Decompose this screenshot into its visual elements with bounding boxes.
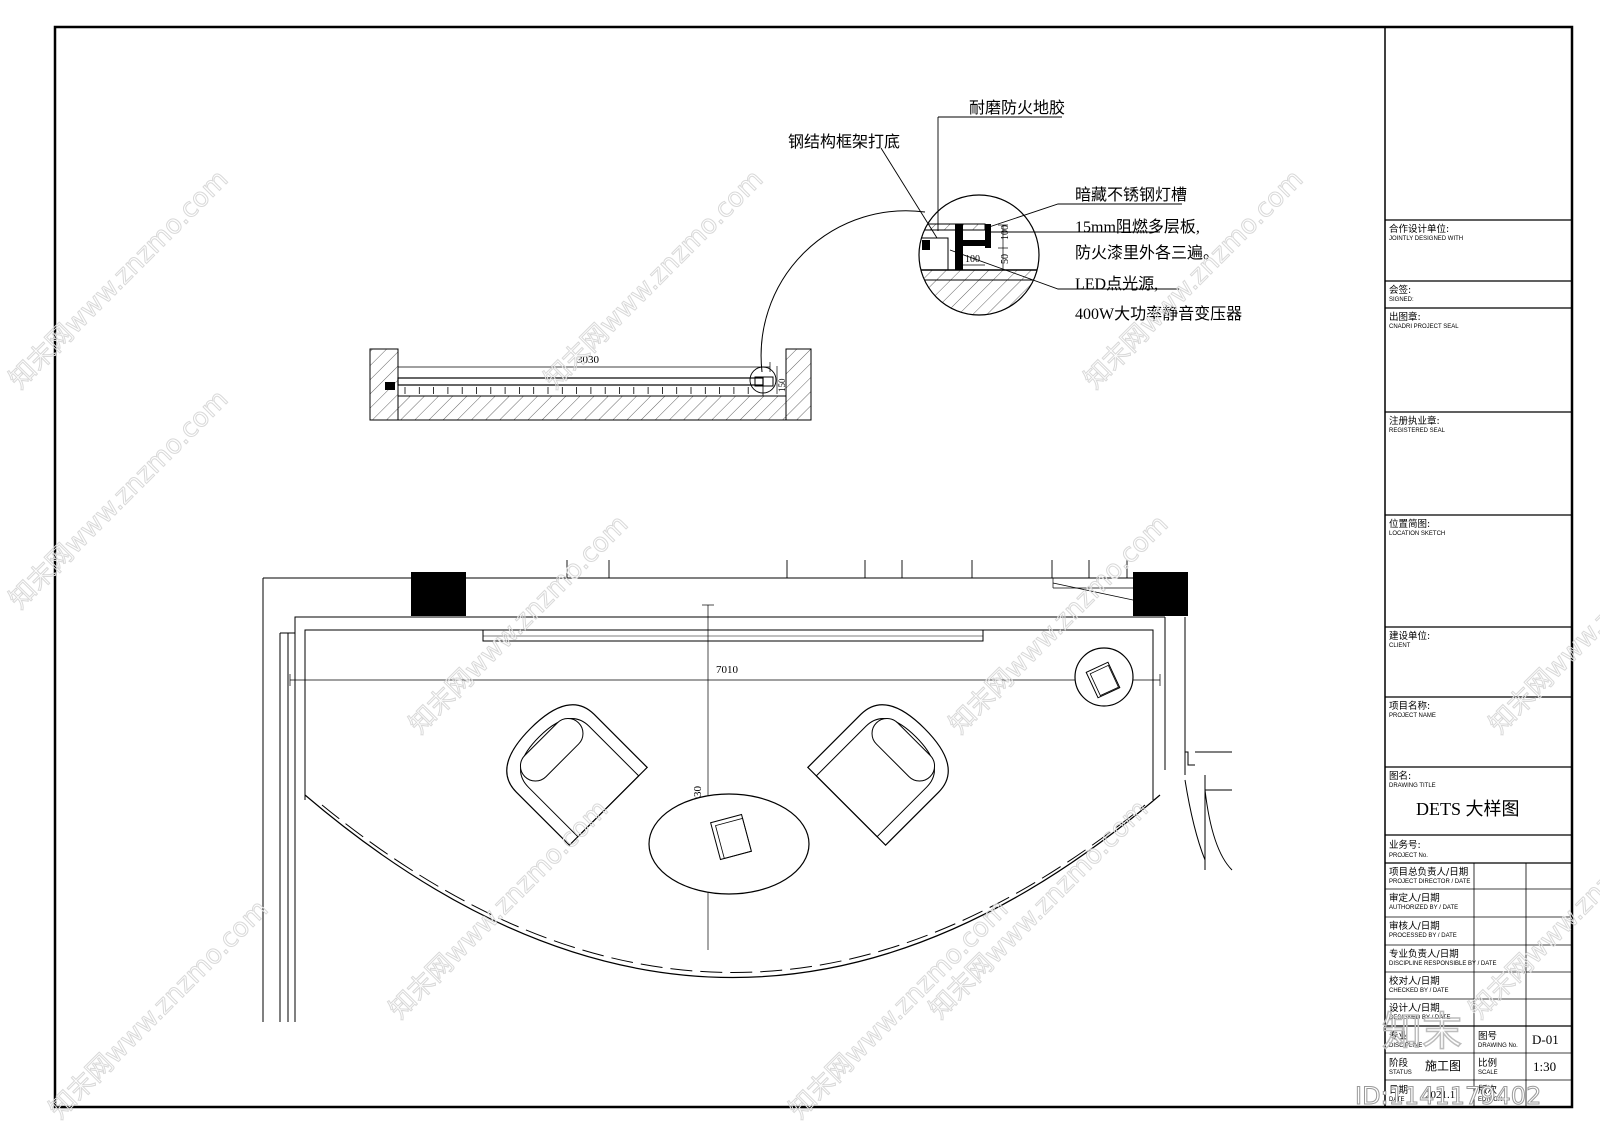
edition-sub: EDITION [1478, 1097, 1502, 1103]
signoff-sublabel: AUTHORIZED BY / DATE [1389, 905, 1458, 911]
scale-label: 比例 [1478, 1057, 1497, 1069]
window-mullions [566, 560, 1128, 578]
dim-100-vertical: 100 [1000, 225, 1011, 240]
status-value: 施工图 [1425, 1059, 1461, 1073]
signoff-sublabel: CHECKED BY / DATE [1389, 988, 1448, 994]
title-block-label: 图名: [1389, 770, 1411, 782]
project-no-sub: PROJECT No. [1389, 853, 1428, 859]
section-length-dim: 3030 [577, 354, 600, 366]
section-height-dim: 150 [777, 378, 787, 392]
watermark-text: 知末网www.znzmo.com [539, 164, 770, 395]
title-block-sublabel: DRAWING TITLE [1389, 783, 1436, 789]
dim-100-horizontal: 100 [965, 254, 980, 265]
book-on-table [710, 813, 752, 861]
signoff-label: 项目总负责人/日期 [1389, 866, 1468, 878]
edition-label: 版次 [1478, 1084, 1498, 1096]
floor-plan: 7010 3030 [262, 560, 1233, 1022]
id-watermark: ID:1141179402 [1355, 1082, 1541, 1110]
watermark-text: 知末网www.znzmo.com [404, 509, 635, 740]
watermark-text: 知末网www.znzmo.com [4, 164, 235, 395]
title-block-label: 建设单位: [1389, 630, 1430, 642]
title-block-sublabel: LOCATION SKETCH [1389, 531, 1445, 537]
book-on-side-table [1085, 661, 1121, 699]
watermark-text: 知末网www.znzmo.com [1464, 794, 1600, 1025]
signoff-sublabel: PROJECT DIRECTOR / DATE [1389, 879, 1470, 885]
watermark-text: 知末网www.znzmo.com [924, 794, 1155, 1025]
title-block-sublabel: REGISTERED SEAL [1389, 428, 1446, 434]
scale-value: 1:30 [1533, 1059, 1556, 1074]
drawing-title-value: DETS 大样图 [1416, 799, 1520, 819]
callout-light-slot: 暗藏不锈钢灯槽 [1075, 186, 1187, 204]
callout-steel-frame: 钢结构框架打底 [788, 133, 900, 151]
stage-arc-light [321, 804, 1146, 973]
armchair-left [506, 704, 649, 847]
date-label: 日期 [1389, 1085, 1408, 1096]
status-label: 阶段 [1389, 1057, 1409, 1069]
signoff-sublabel: PROCESSED BY / DATE [1389, 933, 1457, 939]
title-block-label: 会签: [1389, 284, 1411, 296]
drawing-no-value: D-01 [1532, 1032, 1559, 1047]
callout-floor-glue: 耐磨防火地胶 [969, 99, 1065, 117]
title-block-label: 注册执业章: [1389, 415, 1440, 427]
scale-sub: SCALE [1478, 1070, 1498, 1076]
date-sub: DATE [1389, 1097, 1405, 1103]
callout-transformer: 400W大功率静音变压器 [1075, 305, 1242, 323]
watermark-text: 知末网www.znzmo.com [784, 894, 1015, 1125]
discipline-label: 专业 [1389, 1030, 1408, 1042]
title-block-sublabel: CNADRI PROJECT SEAL [1389, 324, 1459, 330]
discipline-sub: DISCIPLINE [1389, 1043, 1422, 1049]
title-block-label: 合作设计单位: [1389, 223, 1449, 235]
dim-50-vertical: 50 [1000, 254, 1011, 264]
stage-light-strip [482, 629, 984, 642]
watermark-text: 知末网www.znzmo.com [44, 894, 275, 1125]
stage-section: 3030 150 [369, 348, 812, 421]
title-block-sublabel: JOINTLY DESIGNED WITH [1389, 236, 1463, 242]
callout-board: 15mm阻燃多层板, [1075, 218, 1200, 236]
drawing-no-sub: DRAWING No. [1478, 1043, 1518, 1049]
signoff-label: 专业负责人/日期 [1389, 948, 1459, 960]
signoff-label: 审定人/日期 [1389, 892, 1440, 904]
logo-watermark: 知末 [1382, 1009, 1462, 1055]
title-block-label: 出图章: [1389, 311, 1421, 323]
title-block-label: 位置简图: [1389, 518, 1430, 530]
signoff-label: 校对人/日期 [1389, 975, 1440, 987]
title-block-label: 项目名称: [1389, 700, 1430, 712]
detail-callout: 100 50 100 耐磨防火地胶 钢结构框架打底 暗藏不锈钢灯槽 15mm阻燃… [760, 99, 1242, 373]
project-no-label: 业务号: [1389, 839, 1421, 851]
drawing-no-label: 图号 [1478, 1031, 1497, 1042]
column-left [411, 572, 466, 616]
date-value: 2021.11 [1425, 1089, 1460, 1101]
watermark-text: 知末网www.znzmo.com [4, 384, 235, 615]
title-block: 合作设计单位:JOINTLY DESIGNED WITH 会签:SIGNED: 出图… [1385, 219, 1572, 1107]
title-block-sublabel: SIGNED: [1389, 297, 1414, 303]
sheet-border [53, 25, 1574, 1109]
title-block-sublabel: PROJECT NAME [1389, 713, 1436, 719]
armchair-right [806, 704, 949, 847]
callout-led: LED点光源, [1075, 275, 1158, 293]
signoff-sublabel: DESIGNED BY / DATE [1389, 1015, 1450, 1021]
plan-width-dim: 7010 [716, 664, 739, 676]
title-block-sublabel: CLIENT [1389, 643, 1411, 649]
signoff-label: 审核人/日期 [1389, 920, 1440, 932]
watermark-text: 知末网www.znzmo.com [1484, 509, 1600, 740]
column-right [1133, 572, 1188, 616]
watermark-text: 知末网www.znzmo.com [384, 794, 615, 1025]
watermark-text: 知末网www.znzmo.com [944, 509, 1175, 740]
led-marks [404, 387, 749, 394]
status-sub: STATUS [1389, 1070, 1412, 1076]
signoff-label: 设计人/日期 [1389, 1002, 1440, 1014]
callout-fire-paint: 防火漆里外各三遍。 [1075, 244, 1219, 262]
detail-reference-arc [760, 210, 926, 373]
stage-arc-edge [304, 794, 1161, 978]
signoff-sublabel: DISCIPLINE RESPONSIBLE BY / DATE [1389, 961, 1496, 967]
